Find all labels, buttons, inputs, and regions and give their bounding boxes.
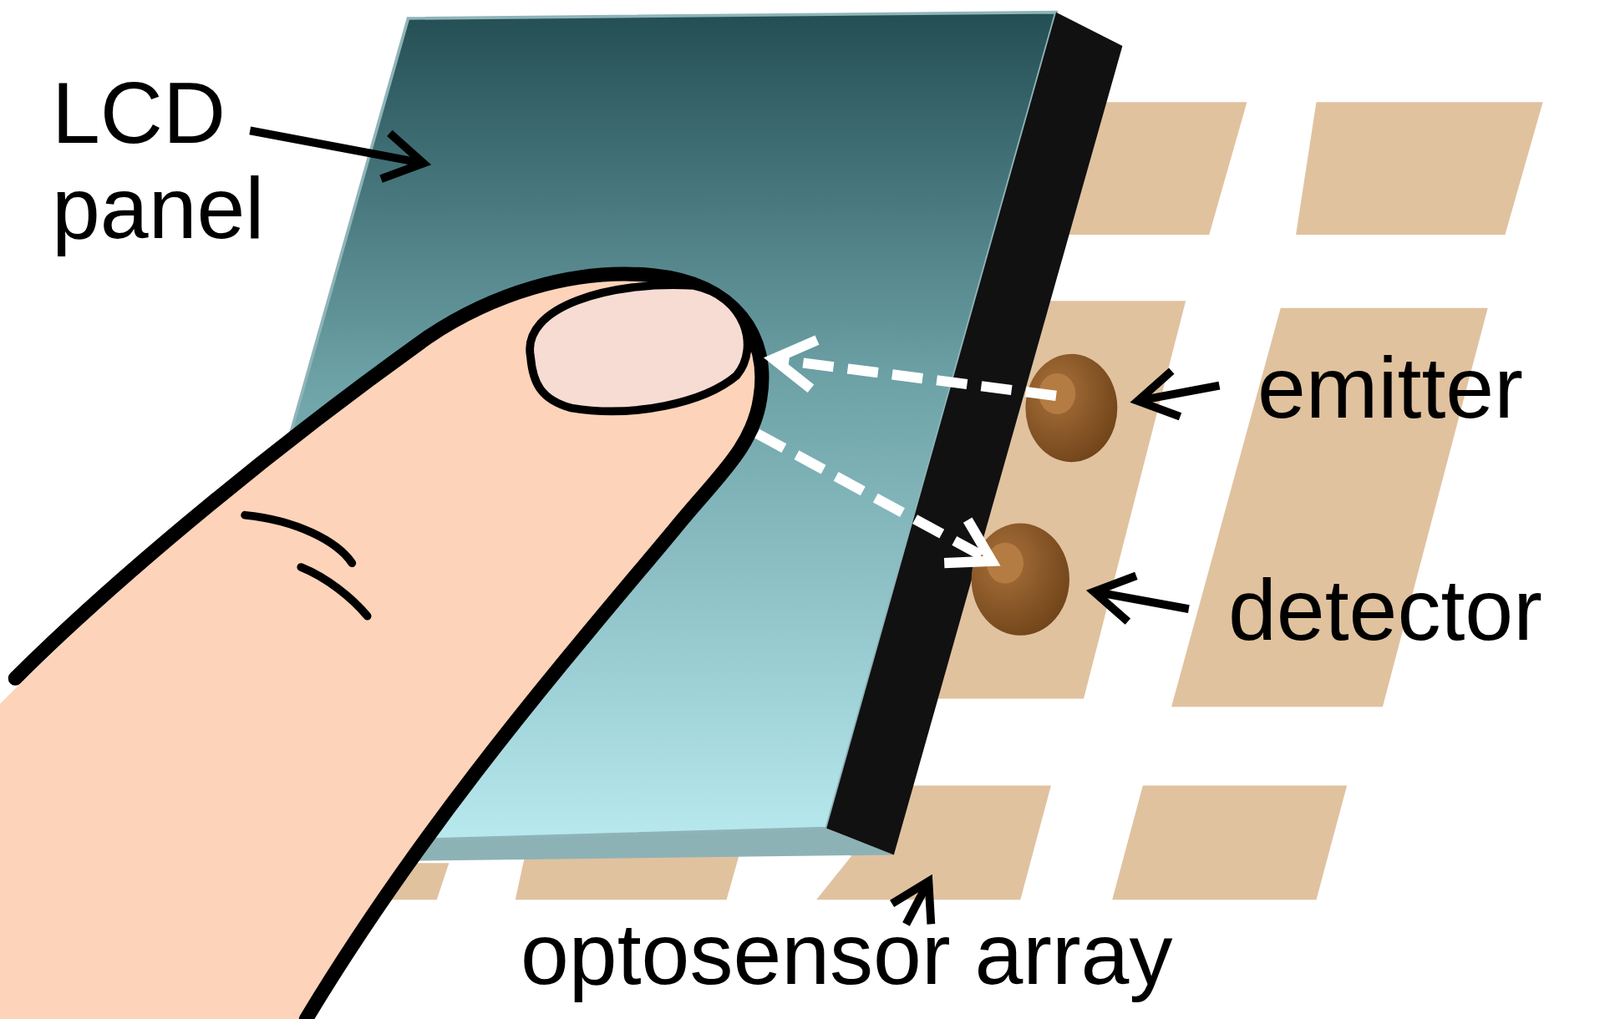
leader-arrow — [1093, 575, 1189, 622]
detector-bump — [971, 523, 1070, 636]
light-ray — [756, 433, 992, 564]
leader-arrow — [249, 130, 424, 179]
part-label: emitter — [1257, 340, 1524, 436]
light-ray — [773, 340, 1057, 397]
part-label: detector — [1228, 562, 1543, 658]
leader-arrow — [1137, 370, 1220, 417]
part-label: optosensor array — [520, 906, 1173, 1002]
emitter-bump — [1025, 354, 1118, 463]
part-label: LCD panel — [51, 65, 320, 257]
